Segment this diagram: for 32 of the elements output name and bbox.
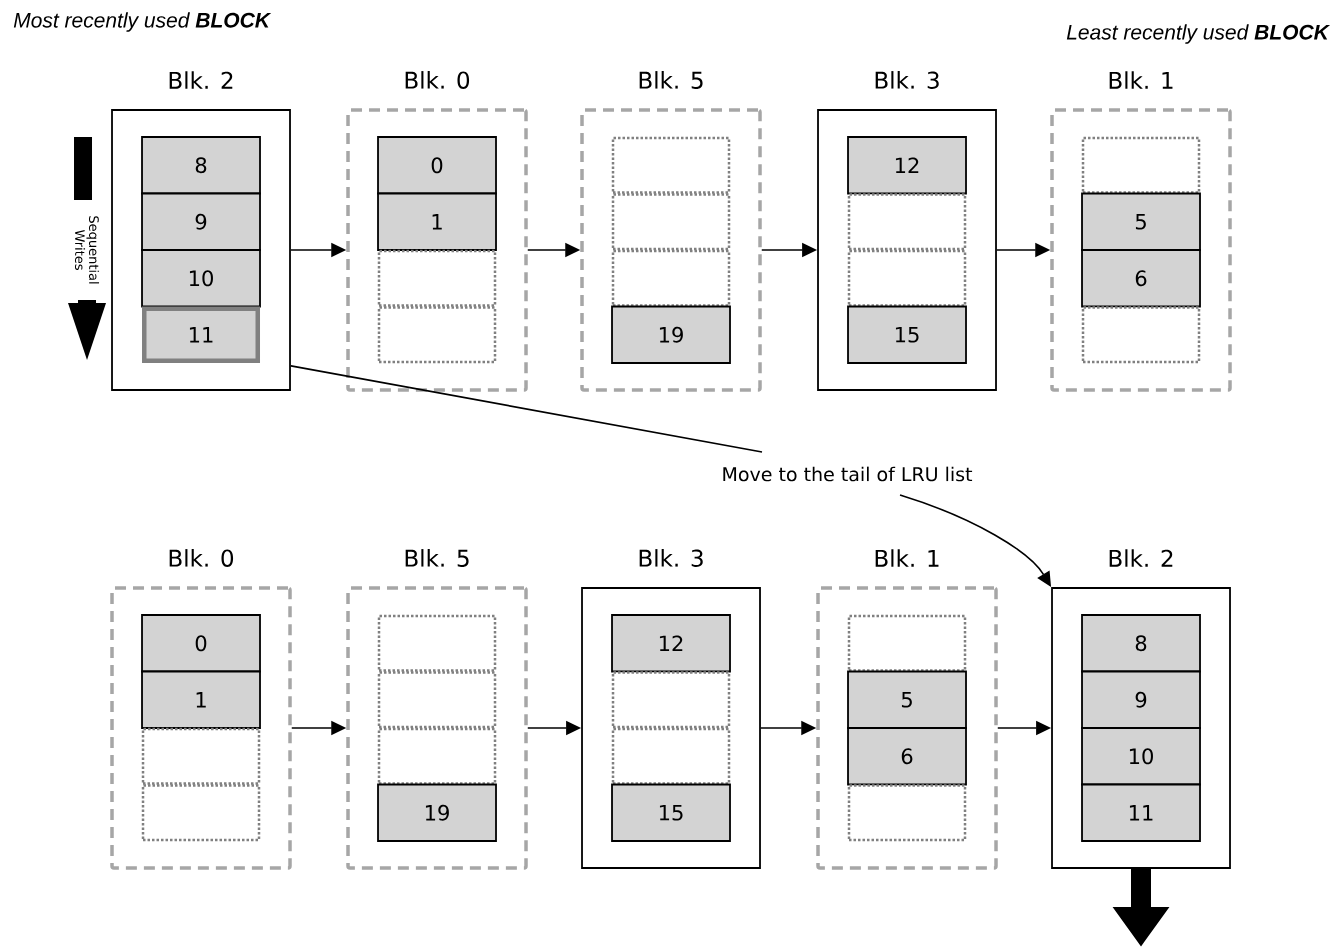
empty-slot [611, 727, 731, 785]
block-heading: Blk. 3 [875, 71, 939, 89]
list-end-label: Least recently used BLOCK [1066, 24, 1331, 44]
empty-slot [847, 784, 967, 842]
empty-slot [1081, 136, 1201, 194]
block-heading: Blk. 3 [639, 549, 703, 567]
empty-slot [141, 784, 261, 842]
empty-slot [377, 306, 497, 364]
empty-slot [847, 249, 967, 307]
edge-label: Move to the tail of LRU list [719, 464, 975, 484]
empty-slot [377, 249, 497, 307]
block-heading: Blk. 0 [405, 71, 470, 89]
empty-slot [377, 671, 497, 729]
block-heading: Blk. 5 [405, 549, 469, 567]
empty-slot [141, 727, 261, 785]
empty-slot [1081, 306, 1201, 364]
empty-slot [847, 193, 967, 251]
block-heading: Blk. 2 [169, 71, 233, 89]
empty-slot [847, 614, 967, 672]
empty-slot [377, 614, 497, 672]
block-heading: Blk. 0 [169, 549, 234, 567]
empty-slot [611, 249, 731, 307]
direction-label: Sequential Writes [75, 216, 100, 284]
empty-slot [377, 727, 497, 785]
block-heading: Blk. 1 [875, 549, 939, 567]
block-heading: Blk. 1 [1109, 71, 1173, 89]
empty-slot [611, 136, 731, 194]
empty-slot [611, 193, 731, 251]
block-heading: Blk. 2 [1109, 549, 1173, 567]
empty-slot [611, 671, 731, 729]
block-heading: Blk. 5 [639, 71, 703, 89]
list-end-label: Most recently used BLOCK [13, 12, 272, 32]
